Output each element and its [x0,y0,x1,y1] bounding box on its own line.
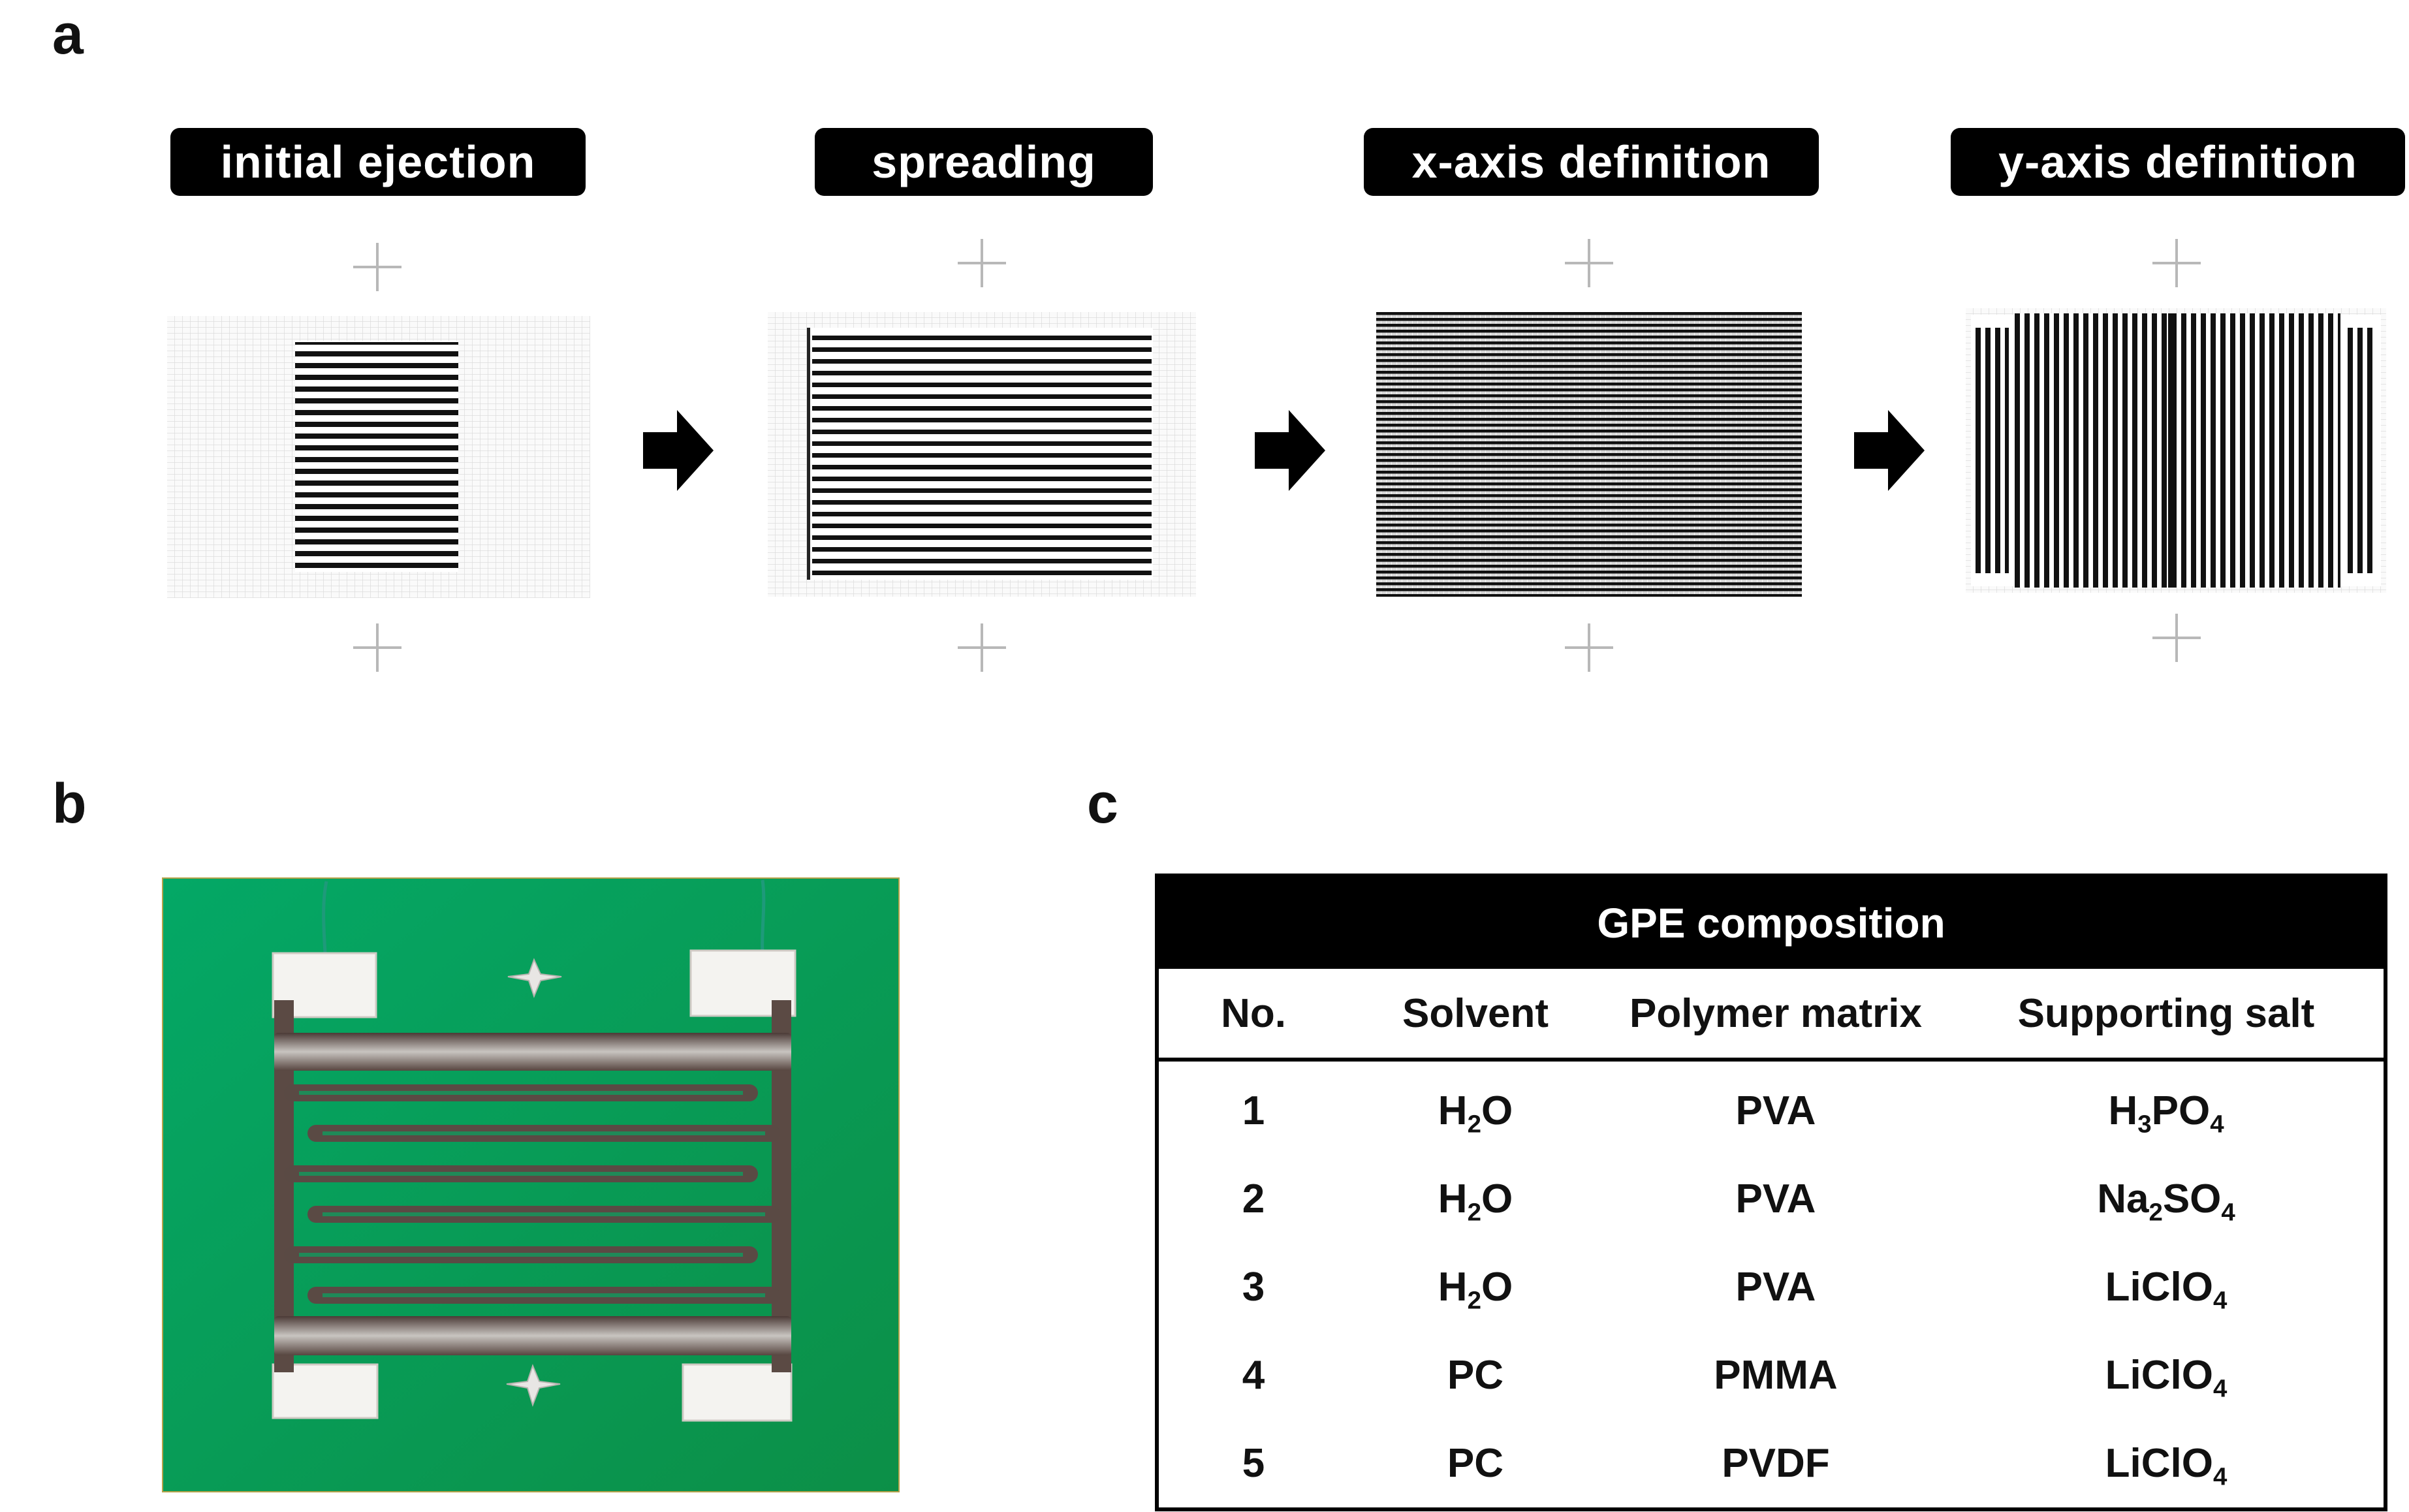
cell-salt-part: LiClO [2105,1441,2213,1486]
cell-solvent-part: PC [1447,1353,1504,1398]
cell-salt: LiClO4 [1949,1331,2385,1419]
cell-solvent-part: H [1438,1088,1468,1133]
panel-label-b: b [52,772,87,835]
pattern-y-axis-definition [1966,308,2386,593]
cell-salt-part: 4 [2210,1110,2224,1139]
column-header-supporting-salt: Supporting salt [1949,969,2385,1062]
column-header-polymer-matrix: Polymer matrix [1603,969,1949,1062]
cell-solvent-part: 2 [1467,1286,1481,1315]
cell-salt-part: 4 [2212,1462,2228,1491]
cell-solvent-part: H [1438,1176,1468,1221]
alignment-cross-icon [353,243,402,291]
cell-salt-part: SO [2162,1176,2222,1221]
step-label-initial-ejection: initial ejection [170,128,586,196]
cell-solvent-part: O [1481,1265,1513,1310]
cell-no: 3 [1242,1265,1265,1310]
cell-solvent: PC [1348,1419,1603,1509]
cell-salt-part: 4 [2212,1374,2228,1403]
cell-solvent-part: O [1481,1176,1513,1221]
cell-salt-part: 4 [2212,1286,2228,1315]
cell-salt-part: LiClO [2105,1353,2213,1398]
cell-no: 1 [1242,1088,1265,1133]
cell-salt-part: PO [2151,1088,2211,1133]
cell-no: 5 [1242,1441,1265,1486]
cell-solvent-part: H [1438,1265,1468,1310]
cell-solvent-part: PC [1447,1441,1504,1486]
alignment-cross-icon [1565,623,1613,672]
cell-polymer: PVDF [1722,1441,1830,1486]
cell-salt: Na2SO4 [1949,1155,2385,1243]
cell-solvent-part: 2 [1467,1110,1481,1139]
table-title: GPE composition [1157,875,2385,969]
panel-label-c: c [1087,772,1118,835]
table-row: 3 H2O PVA LiClO4 [1157,1243,2385,1331]
cell-solvent: H2O [1348,1155,1603,1243]
cell-solvent-part: O [1481,1088,1513,1133]
alignment-cross-icon [958,239,1006,287]
cell-salt-part: LiClO [2105,1265,2213,1310]
alignment-cross-icon [2152,614,2201,662]
cell-polymer: PMMA [1714,1353,1838,1398]
arrow-right-icon [1854,410,1925,491]
cell-salt: LiClO4 [1949,1243,2385,1331]
arrow-right-icon [643,410,714,491]
pattern-x-axis-definition [1376,312,1802,597]
arrow-right-icon [1255,410,1325,491]
cell-polymer: PVA [1735,1088,1816,1133]
step-label-x-axis-definition: x-axis definition [1364,128,1819,196]
cell-salt-part: 2 [2149,1198,2163,1227]
panel-label-a: a [52,3,84,66]
cell-solvent: PC [1348,1331,1603,1419]
cell-salt: H3PO4 [1949,1060,2385,1155]
cell-no: 4 [1242,1353,1265,1398]
cell-polymer: PVA [1735,1176,1816,1221]
alignment-cross-icon [353,623,402,672]
cell-solvent: H2O [1348,1243,1603,1331]
cell-polymer: PVA [1735,1265,1816,1310]
cell-salt-part: 3 [2137,1110,2152,1139]
cell-salt: LiClO4 [1949,1419,2385,1509]
gpe-composition-table: GPE composition No. Solvent Polymer matr… [1155,874,2387,1511]
cell-solvent: H2O [1348,1060,1603,1155]
cell-no: 2 [1242,1176,1265,1221]
cell-salt-part: 4 [2221,1198,2235,1227]
cell-salt-part: Na [2097,1176,2149,1221]
alignment-cross-icon [958,623,1006,672]
pattern-spreading [768,312,1196,597]
alignment-cross-icon [2152,239,2201,287]
cell-solvent-part: 2 [1467,1198,1481,1227]
cell-salt-part: H [2108,1088,2138,1133]
alignment-cross-icon [1565,239,1613,287]
step-label-spreading: spreading [815,128,1153,196]
column-header-no: No. [1157,969,1348,1062]
column-header-solvent: Solvent [1348,969,1603,1062]
device-photo [162,877,900,1492]
step-label-y-axis-definition: y-axis definition [1951,128,2405,196]
table-row: 5 PC PVDF LiClO4 [1157,1419,2385,1509]
pattern-initial-ejection [167,316,590,598]
